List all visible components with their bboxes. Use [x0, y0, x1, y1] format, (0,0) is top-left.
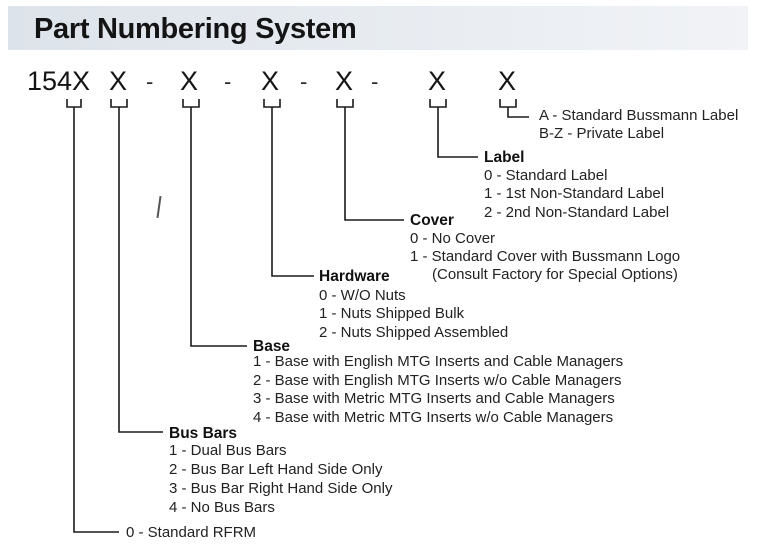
cover-item: 0 - No Cover — [410, 230, 496, 247]
hardware-item: 0 - W/O Nuts — [319, 287, 406, 304]
page-title: Part Numbering System — [34, 13, 357, 45]
bracket-cover — [336, 99, 354, 108]
base-item: 2 - Base with English MTG Inserts w/o Ca… — [253, 372, 622, 389]
bracket-hardware — [263, 99, 281, 108]
bracket-base — [182, 99, 200, 108]
part-prefix: 154X — [27, 66, 91, 96]
separator: - — [371, 69, 379, 94]
title-banner — [8, 6, 748, 50]
bracket-prefix — [66, 99, 82, 108]
cover-heading: Cover — [410, 212, 454, 229]
separator: - — [224, 69, 232, 94]
base-heading: Base — [253, 338, 291, 355]
label-heading: Label — [484, 149, 525, 166]
base-item: 3 - Base with Metric MTG Inserts and Cab… — [253, 390, 615, 407]
position-suffix: X — [498, 66, 517, 96]
position-busbars: X — [109, 66, 128, 96]
cover-item: (Consult Factory for Special Options) — [432, 266, 678, 283]
leader-suffix — [507, 107, 529, 118]
bracket-label — [429, 99, 447, 108]
base-item: 1 - Base with English MTG Inserts and Ca… — [253, 353, 624, 370]
busbars-item: 3 - Bus Bar Right Hand Side Only — [169, 480, 393, 497]
prefix-item: 0 - Standard RFRM — [126, 524, 257, 541]
leader-prefix — [73, 107, 119, 533]
leader-hardware — [271, 107, 314, 277]
bracket-suffix — [499, 99, 517, 108]
leader-label — [437, 107, 478, 158]
position-cover: X — [335, 66, 354, 96]
position-label: X — [428, 66, 447, 96]
busbars-heading: Bus Bars — [169, 425, 238, 442]
bracket-busbars — [110, 99, 128, 108]
hardware-item: 1 - Nuts Shipped Bulk — [319, 305, 465, 322]
busbars-item: 2 - Bus Bar Left Hand Side Only — [169, 461, 383, 478]
separator: - — [146, 69, 154, 94]
base-item: 4 - Base with Metric MTG Inserts w/o Cab… — [253, 409, 614, 426]
suffix-item: A - Standard Bussmann Label — [539, 107, 739, 124]
label-item: 2 - 2nd Non-Standard Label — [484, 204, 670, 221]
cover-item: 1 - Standard Cover with Bussmann Logo — [410, 248, 681, 265]
label-item: 1 - 1st Non-Standard Label — [484, 185, 665, 202]
leader-busbars — [118, 107, 163, 433]
leader-base — [190, 107, 247, 347]
leader-cover — [344, 107, 404, 221]
busbars-item: 4 - No Bus Bars — [169, 499, 275, 516]
hardware-item: 2 - Nuts Shipped Assembled — [319, 324, 509, 341]
position-hardware: X — [261, 66, 280, 96]
hardware-heading: Hardware — [319, 268, 390, 285]
label-item: 0 - Standard Label — [484, 167, 608, 184]
busbars-item: 1 - Dual Bus Bars — [169, 442, 287, 459]
separator: - — [300, 69, 308, 94]
suffix-item: B-Z - Private Label — [539, 125, 665, 142]
position-base: X — [180, 66, 199, 96]
